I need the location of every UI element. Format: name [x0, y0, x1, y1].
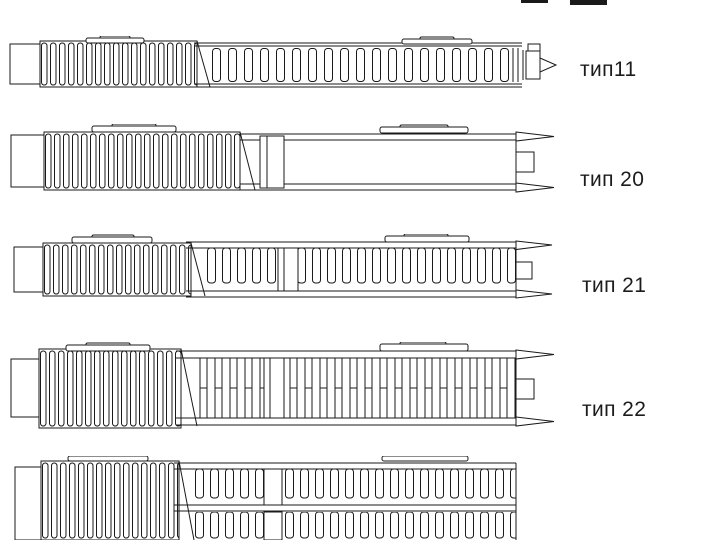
radiator-drawing-bottom-partial	[14, 456, 517, 540]
mounting-bracket	[384, 234, 470, 243]
double-panel-channel	[240, 133, 517, 191]
mounting-bracket	[379, 342, 469, 352]
mounting-bracket	[379, 124, 469, 134]
convector-corrugation	[38, 348, 198, 429]
right-end-connection	[515, 240, 553, 299]
mounting-bracket	[67, 456, 149, 462]
radiator-drawing-type22	[10, 342, 555, 429]
panel-with-convector-fins	[186, 241, 517, 298]
convector-corrugation	[39, 40, 198, 88]
right-end-connection	[515, 349, 555, 427]
radiator-type-label: тип 22	[582, 398, 647, 421]
mounting-bracket	[65, 342, 151, 352]
end-cap	[10, 134, 45, 188]
end-cap	[14, 466, 42, 540]
right-end-connection	[512, 43, 558, 82]
mounting-bracket	[91, 124, 177, 133]
radiator-drawing-type20	[10, 124, 555, 193]
radiator-type-label: тип 21	[582, 274, 647, 297]
mounting-bracket	[381, 456, 469, 462]
mounting-bracket	[85, 36, 145, 44]
triple-panel-convectors	[174, 462, 517, 540]
cropped-top-artifact	[570, 0, 607, 5]
end-cap	[9, 43, 41, 85]
right-end-connection	[515, 131, 555, 193]
convector-corrugation	[40, 460, 195, 540]
radiator-drawing-type21	[13, 234, 553, 299]
end-cap	[13, 246, 44, 293]
convector-corrugation	[43, 131, 256, 191]
panel-slats	[194, 40, 522, 88]
cropped-top-artifact	[521, 0, 548, 3]
convector-corrugation	[42, 242, 206, 297]
mounting-bracket	[401, 36, 473, 45]
mounting-bracket	[71, 234, 153, 244]
radiator-drawing-type11	[9, 36, 558, 88]
end-cap	[10, 358, 40, 418]
double-panel-double-convector	[176, 350, 517, 426]
radiator-type-label: тип11	[580, 58, 637, 81]
radiator-type-label: тип 20	[580, 168, 645, 191]
